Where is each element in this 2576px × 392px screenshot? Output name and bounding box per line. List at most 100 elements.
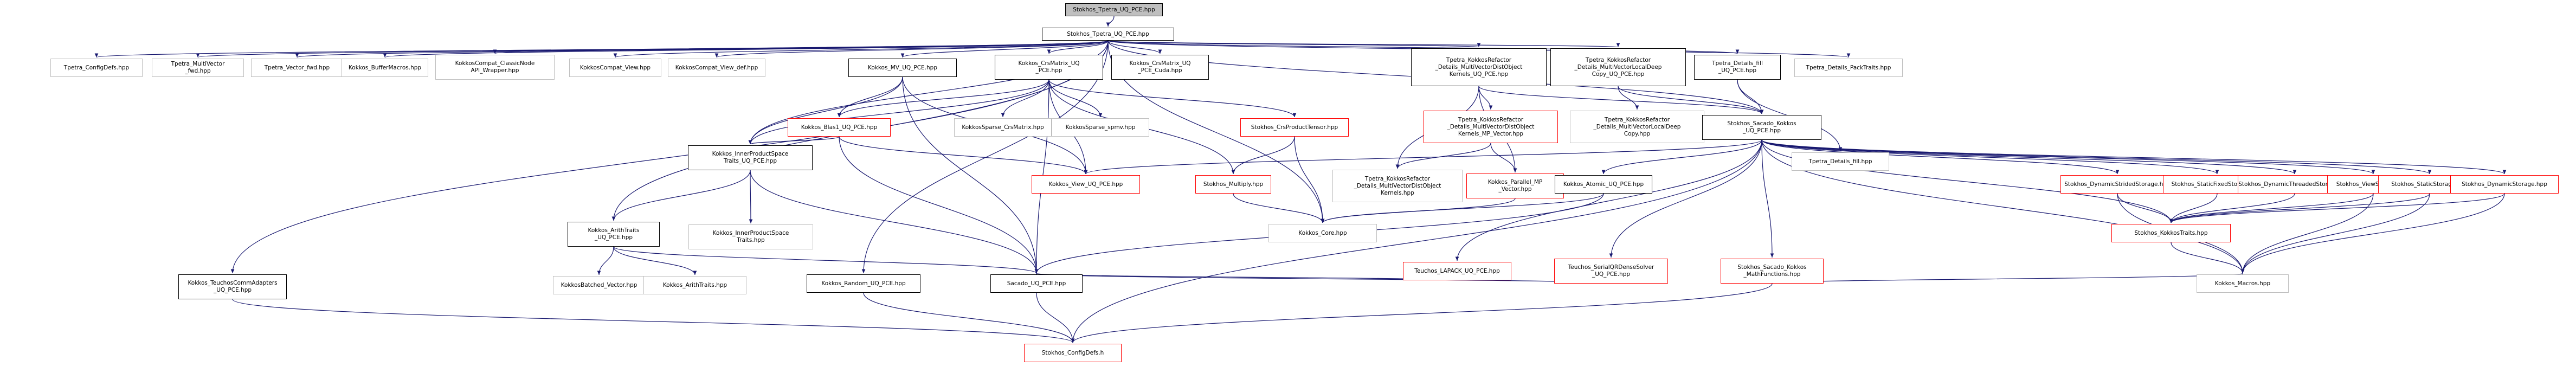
- node-stokhos-configdefs[interactable]: Stokhos_ConfigDefs.h: [1024, 344, 1122, 362]
- edge-n22-n47: [1761, 139, 2245, 274]
- node-tpetra-details-fill: Tpetra_Details_fill.hpp: [1792, 152, 1889, 171]
- node-sacado-uq-pce[interactable]: Sacado_UQ_PCE.hpp: [990, 274, 1083, 293]
- edge-n24-n46: [750, 170, 1039, 274]
- edge-n09-n16: [837, 76, 903, 118]
- edge-n31-n44: [613, 246, 697, 275]
- edge-n09-n46: [902, 76, 1039, 274]
- node-kokkos-buffermacros: Kokkos_BufferMacros.hpp: [342, 59, 428, 77]
- edge-n31-n46: [613, 246, 1039, 274]
- edge-n48-n49: [232, 299, 1075, 343]
- edge-n01-n09: [900, 40, 1109, 58]
- edge-n22-n38: [1761, 139, 2297, 175]
- edge-n40-n47: [2240, 193, 2430, 274]
- edge-n10-n19: [1048, 79, 1297, 118]
- edge-n01-n07: [614, 40, 1109, 58]
- edge-n41-n42: [2169, 193, 2505, 223]
- edge-n46-n49: [1036, 292, 1075, 343]
- edge-n35-n49: [1071, 283, 1773, 343]
- edge-n24-n31: [611, 170, 751, 221]
- edge-n19-n26: [1231, 136, 1295, 175]
- node-kokkoscompat-view: KokkosCompat_View.hpp: [569, 59, 661, 77]
- edge-n19-n32: [1294, 136, 1325, 223]
- edge-n22-n42: [1761, 139, 2173, 223]
- node-kokkos-mv-uq-pce[interactable]: Kokkos_MV_UQ_PCE.hpp: [848, 59, 957, 77]
- node-tpetra-details-fill-uq-pce[interactable]: Tpetra_Details_fill _UQ_PCE.hpp: [1694, 55, 1781, 80]
- edge-n22-n37: [1761, 139, 2219, 175]
- edge-n01-n06: [493, 40, 1109, 54]
- edge-n01-n14: [1107, 40, 1739, 54]
- node-tpetra-details-packtraits: Tpetra_Details_PackTraits.hpp: [1794, 59, 1903, 77]
- edge-n00-n01: [1106, 16, 1115, 27]
- edge-n22-n49: [1071, 139, 1762, 343]
- edge-n20-n27: [1395, 143, 1491, 169]
- node-kokkossparse-spmv: KokkosSparse_spmv.hpp: [1052, 118, 1149, 137]
- edge-n01-n02: [95, 40, 1109, 58]
- node-kokkos-crsmatrix-uq-pce-cuda[interactable]: Kokkos_CrsMatrix_UQ _PCE_Cuda.hpp: [1111, 55, 1209, 80]
- node-stokhos-sacado-kokkos-mathfunctions[interactable]: Stokhos_Sacado_Kokkos _MathFunctions.hpp: [1721, 259, 1824, 284]
- edge-n36-n42: [2117, 193, 2173, 223]
- edge-n10-n17: [1001, 79, 1049, 118]
- edge-n26-n32: [1233, 193, 1325, 223]
- node-tpetra-distobject-kernels: Tpetra_KokkosRefactor _Details_MultiVect…: [1332, 170, 1463, 202]
- edge-n01-n08: [715, 40, 1109, 58]
- edge-n31-n43: [597, 246, 614, 275]
- node-kokkos-arithtraits: Kokkos_ArithTraits.hpp: [643, 276, 746, 294]
- edge-n39-n42: [2169, 193, 2374, 223]
- node-kokkos-core: Kokkos_Core.hpp: [1268, 224, 1377, 242]
- node-tpetra-localdeepcopy-uq-pce[interactable]: Tpetra_KokkosRefactor _Details_MultiVect…: [1550, 48, 1686, 86]
- edge-n40-n42: [2169, 193, 2430, 223]
- edge-n41-n47: [2240, 193, 2505, 274]
- node-tpetra-multivector-fwd: Tpetra_MultiVector _fwd.hpp: [152, 59, 244, 77]
- edge-n24-n30: [749, 170, 753, 224]
- node-tpetra-vector-fwd: Tpetra_Vector_fwd.hpp: [251, 59, 343, 77]
- edge-n01-n13: [1107, 40, 1619, 48]
- edge-n22-n25: [1084, 139, 1762, 175]
- edge-n22-n36: [1761, 139, 2120, 175]
- node-kokkos-macros: Kokkos_Macros.hpp: [2197, 274, 2289, 293]
- node-kokkos-innerproductspace-traits: Kokkos_InnerProductSpace Traits.hpp: [688, 224, 813, 249]
- node-stokhos-kokkostraits[interactable]: Stokhos_KokkosTraits.hpp: [2111, 224, 2231, 242]
- node-stokhos-multiply[interactable]: Stokhos_Multiply.hpp: [1195, 175, 1271, 194]
- edge-n09-n24: [748, 76, 903, 145]
- node-tpetra-distobject-kernels-uq-pce[interactable]: Tpetra_KokkosRefactor _Details_MultiVect…: [1411, 48, 1547, 86]
- node-kokkos-crsmatrix-uq-pce[interactable]: Kokkos_CrsMatrix_UQ _PCE.hpp: [995, 55, 1103, 80]
- node-stokhos-dynamicstridedstorage[interactable]: Stokhos_DynamicStridedStorage.hpp: [2060, 175, 2174, 194]
- edge-n01-n10: [1047, 40, 1109, 54]
- node-tpetra-distobject-kernels-mp-vector[interactable]: Tpetra_KokkosRefactor _Details_MultiVect…: [1424, 111, 1558, 143]
- node-kokkoscompat-classicnode: KokkosCompat_ClassicNode API_Wrapper.hpp: [435, 55, 555, 80]
- node-kokkos-view-uq-pce[interactable]: Kokkos_View_UQ_PCE.hpp: [1032, 175, 1140, 194]
- node-kokkos-blas1-uq-pce[interactable]: Kokkos_Blas1_UQ_PCE.hpp: [788, 118, 891, 137]
- edge-n29-n32: [1321, 193, 1604, 223]
- edge-n13-n22: [1618, 86, 1764, 114]
- node-kokkos-atomic-uq-pce[interactable]: Kokkos_Atomic_UQ_PCE.hpp: [1555, 175, 1652, 194]
- node-kokkos-teuchoscommadapters-uq-pce[interactable]: Kokkos_TeuchosCommAdapters _UQ_PCE.hpp: [178, 274, 287, 299]
- edge-n45-n49: [863, 292, 1075, 343]
- edge-n39-n47: [2240, 193, 2374, 274]
- edge-n10-n16: [837, 79, 1049, 118]
- edge-n42-n47: [2171, 242, 2245, 274]
- node-kokkos-innerproductspace-traits-uq-pce[interactable]: Kokkos_InnerProductSpace Traits_UQ_PCE.h…: [688, 145, 813, 170]
- edge-n35-n47: [1772, 273, 2244, 284]
- node-teuchos-serialqrdensesolver-uq-pce[interactable]: Teuchos_SerialQRDenseSolver _UQ_PCE.hpp: [1554, 259, 1668, 284]
- node-teuchos-lapack-uq-pce[interactable]: Teuchos_LAPACK_UQ_PCE.hpp: [1403, 262, 1511, 280]
- node-stokhos-crsproducttensor[interactable]: Stokhos_CrsProductTensor.hpp: [1240, 118, 1349, 137]
- edge-n16-n24: [748, 136, 840, 145]
- node-stokhos-sacado-kokkos-uq-pce[interactable]: Stokhos_Sacado_Kokkos _UQ_PCE.hpp: [1702, 115, 1821, 140]
- edge-n12-n22: [1478, 86, 1764, 114]
- edge-n10-n18: [1048, 79, 1103, 118]
- node-kokkos-arithtraits-uq-pce[interactable]: Kokkos_ArithTraits _UQ_PCE.hpp: [568, 222, 660, 247]
- edge-n13-n21: [1618, 86, 1639, 110]
- node-kokkos-random-uq-pce[interactable]: Kokkos_Random_UQ_PCE.hpp: [807, 274, 920, 293]
- edge-n22-n39: [1761, 139, 2375, 175]
- node-kokkos-parallel-mp-vector[interactable]: Kokkos_Parallel_MP _Vector.hpp: [1466, 173, 1564, 198]
- root-node: Stokhos_Tpetra_UQ_PCE.hpp: [1065, 3, 1163, 16]
- edge-n22-n35: [1761, 139, 1774, 258]
- edge-n37-n42: [2169, 193, 2218, 223]
- node-kokkosbatched-vector: KokkosBatched_Vector.hpp: [553, 276, 645, 294]
- node-tpetra-configdefs: Tpetra_ConfigDefs.hpp: [50, 59, 143, 77]
- node-stokhos-tpetra-uq-pce[interactable]: Stokhos_Tpetra_UQ_PCE.hpp: [1042, 28, 1174, 41]
- edge-n01-n05: [383, 40, 1109, 58]
- edge-n01-n11: [1107, 40, 1162, 54]
- node-stokhos-dynamicstorage[interactable]: Stokhos_DynamicStorage.hpp: [2450, 175, 2559, 194]
